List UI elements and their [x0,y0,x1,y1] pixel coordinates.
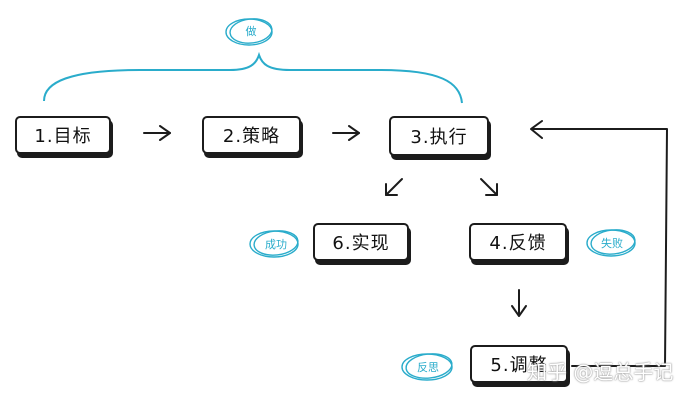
node-success: 6.实现 [313,223,409,261]
arrow-feedback-to-adjust [511,289,527,317]
node-feedback-label: 4.反馈 [489,233,547,254]
node-goal: 1.目标 [15,116,111,154]
tag-do: 做 [245,25,257,38]
node-goal-label: 1.目标 [34,126,92,147]
tag-success: 成功 [265,238,287,251]
node-strategy-label: 2.策略 [222,126,281,147]
tag-ellipse-success [249,230,299,258]
node-feedback: 4.反馈 [469,223,567,261]
arrow-strategy-to-execute [332,125,360,141]
node-adjust-label: 5.调整 [490,355,548,376]
arrow-execute-to-feedback [480,178,498,196]
node-adjust: 5.调整 [470,345,568,383]
arrow-goal-to-strategy [143,125,171,141]
node-strategy: 2.策略 [202,116,301,154]
node-success-label: 6.实现 [332,233,390,254]
brace [43,51,463,104]
arrow-execute-to-success [385,178,403,196]
tag-failure: 失败 [601,237,623,250]
arrow-loop-back [530,120,668,367]
tag-reflect: 反思 [417,361,439,374]
tag-ellipse-failure [586,229,636,257]
tag-ellipse-reflect [401,353,453,381]
watermark: 知乎 @逗总手记 [527,360,674,384]
node-execute: 3.执行 [389,116,489,156]
node-execute-label: 3.执行 [410,127,468,148]
tag-ellipse-do [225,18,273,46]
